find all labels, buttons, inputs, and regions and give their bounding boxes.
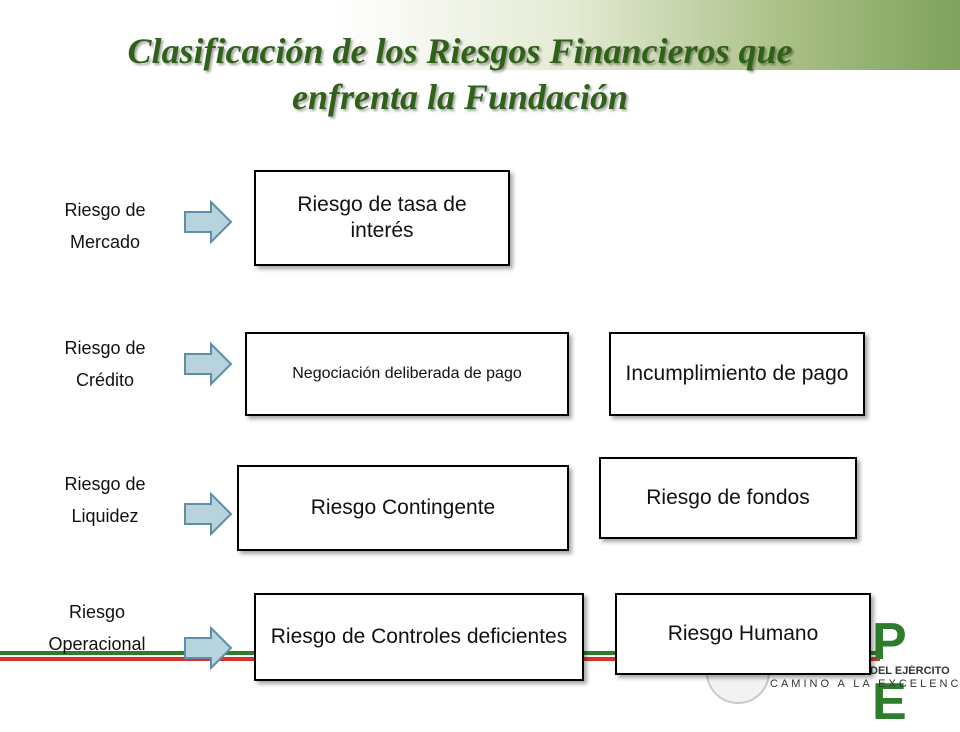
risk-box-label: Riesgo de tasa de interés [297, 193, 467, 242]
category-label-line: Riesgo de [64, 474, 146, 494]
risk-box-label: Riesgo de fondos [646, 486, 810, 509]
category-label-line: Crédito [75, 370, 135, 390]
risk-box-humano: Riesgo Humano [615, 593, 871, 675]
risk-box-label: Riesgo Humano [667, 622, 819, 645]
category-label-line: Operacional [48, 634, 146, 654]
slide-title-line1: Clasificación de los Riesgos Financieros… [127, 31, 793, 71]
right-arrow-icon [184, 200, 233, 244]
category-label-line: Riesgo [68, 602, 126, 622]
slide-title-line2: enfrenta la Fundación [291, 77, 629, 117]
right-arrow-icon [184, 626, 233, 670]
logo-tagline: CAMINO A LA EXCELENCIA [770, 678, 960, 690]
slide-title: Clasificación de los Riesgos Financieros… [20, 28, 900, 120]
header-band [0, 0, 960, 70]
risk-box-label: Incumplimiento de pago [625, 362, 849, 385]
right-arrow-icon [184, 342, 233, 386]
risk-box-incumplimiento: Incumplimiento de pago [609, 332, 865, 416]
logo-subtitle: DEL EJÉRCITO [870, 665, 950, 677]
risk-box-label: Riesgo Contingente [310, 496, 496, 519]
category-label-line: Riesgo de [64, 200, 146, 220]
category-label-operacional: Riesgo Operacional [32, 596, 162, 660]
risk-box-contingente: Riesgo Contingente [237, 465, 569, 551]
risk-box-fondos: Riesgo de fondos [599, 457, 857, 539]
risk-box-negociacion: Negociación deliberada de pago [245, 332, 569, 416]
risk-box-label: Negociación deliberada de pago [292, 365, 522, 382]
category-label-credito: Riesgo de Crédito [40, 332, 170, 396]
category-label-line: Riesgo de [64, 338, 146, 358]
risk-box-label: Riesgo de Controles deficientes [270, 625, 568, 648]
category-label-mercado: Riesgo de Mercado [40, 194, 170, 258]
risk-box-controles: Riesgo de Controles deficientes [254, 593, 584, 681]
category-label-liquidez: Riesgo de Liquidez [40, 468, 170, 532]
right-arrow-icon [184, 492, 233, 536]
category-label-line: Mercado [69, 232, 141, 252]
category-label-line: Liquidez [71, 506, 139, 526]
risk-box-tasa-interes: Riesgo de tasa de interés [254, 170, 510, 266]
